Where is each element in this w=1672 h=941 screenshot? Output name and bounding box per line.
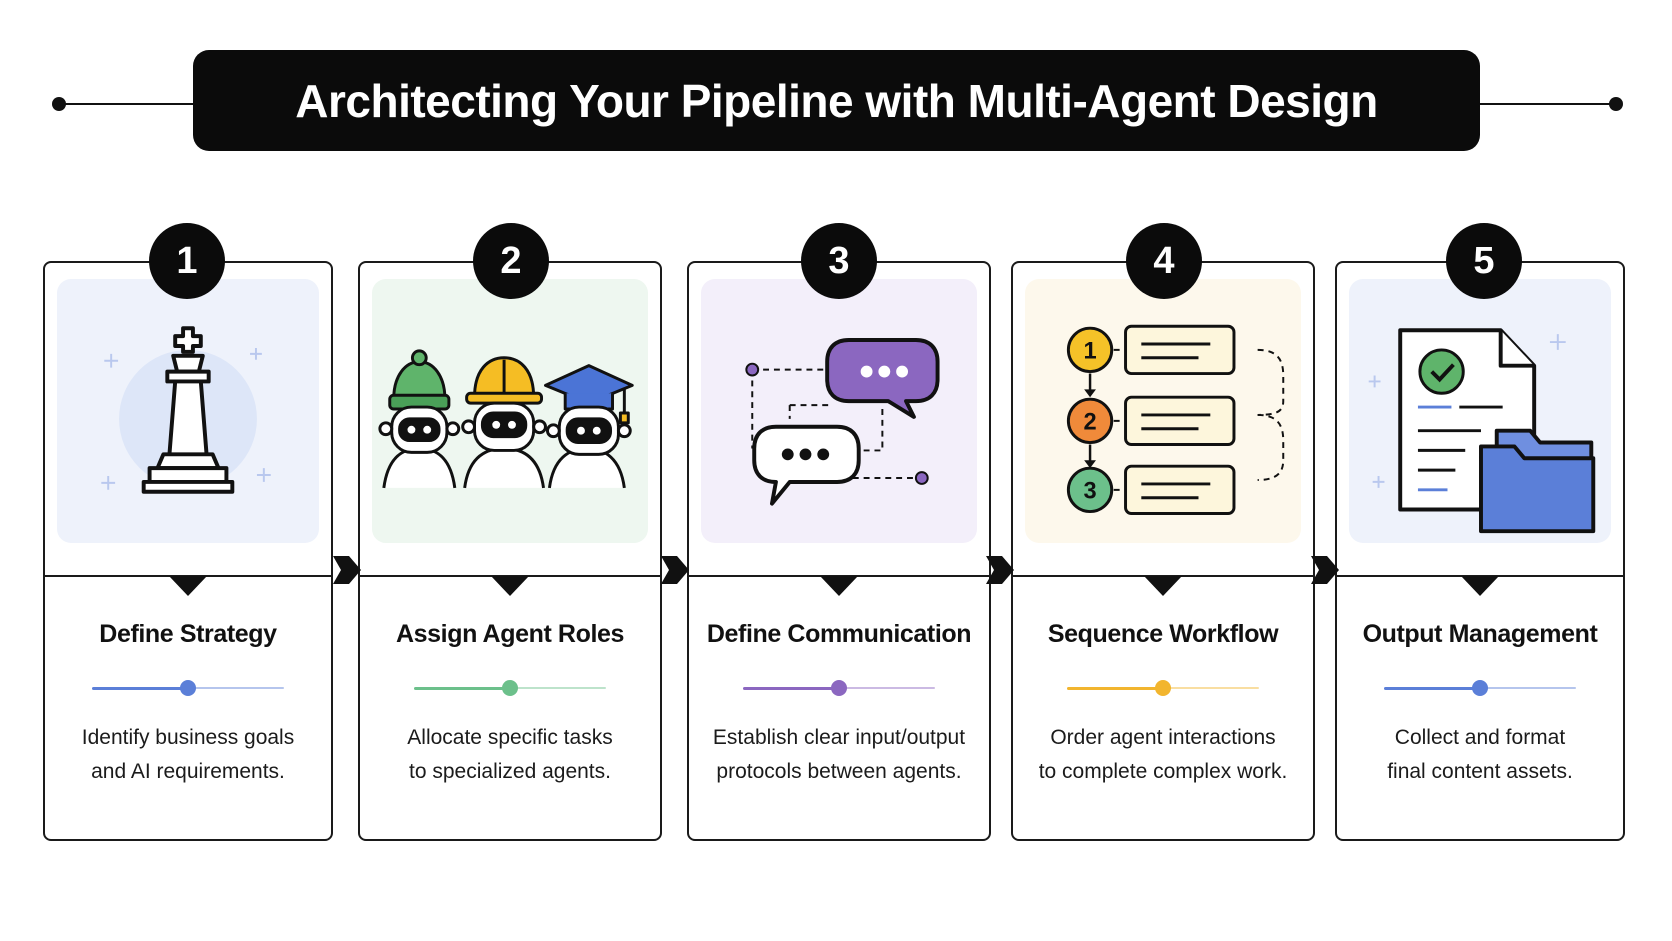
svg-text:1: 1 (1083, 339, 1096, 365)
card-pointer-icon (1461, 576, 1499, 596)
step-accent-slider (414, 680, 606, 696)
chess-king-icon (101, 326, 271, 494)
step-description: Order agent interactions to complete com… (1027, 721, 1299, 789)
card-pointer-icon (820, 576, 858, 596)
step-connector-arrow-icon (986, 556, 1014, 584)
title-left-line (60, 103, 196, 105)
illustration-panel (372, 279, 648, 543)
step-description-line: to complete complex work. (1038, 760, 1288, 783)
title-left-dot (52, 97, 66, 111)
step-title: Assign Agent Roles (395, 620, 625, 648)
illustration-panel (57, 279, 319, 543)
chat-bubbles-icon (745, 338, 940, 506)
step-accent-slider (1384, 680, 1576, 696)
illustration-panel: 1 2 3 (1025, 279, 1301, 543)
step-description-line: Establish clear input/output (712, 726, 966, 749)
card-pointer-icon (491, 576, 529, 596)
step-connector-arrow-icon (1311, 556, 1339, 584)
step-connector-arrow-icon (661, 556, 689, 584)
step-description-line: Identify business goals (81, 726, 295, 749)
step-description-line: Allocate specific tasks (407, 726, 613, 749)
step-description-line: protocols between agents. (716, 760, 962, 783)
illustration-panel (1349, 279, 1611, 543)
step-card-assign-agent-roles: Assign Agent Roles Allocate specific tas… (358, 261, 662, 841)
step-description-line: and AI requirements. (91, 760, 285, 783)
title-banner: Architecting Your Pipeline with Multi-Ag… (193, 50, 1480, 151)
step-description: Identify business goals and AI requireme… (59, 721, 317, 789)
step-accent-slider (92, 680, 284, 696)
card-pointer-icon (169, 576, 207, 596)
step-title: Define Strategy (99, 620, 277, 648)
svg-text:2: 2 (1083, 410, 1096, 436)
title-right-line (1480, 103, 1615, 105)
title-right-dot (1609, 97, 1623, 111)
step-description-line: to specialized agents. (409, 760, 611, 783)
step-card-define-communication: Define Communication Establish clear inp… (687, 261, 991, 841)
step-number-badge: 1 (149, 223, 225, 299)
step-description-line: Collect and format (1394, 726, 1566, 749)
step-title: Output Management (1362, 620, 1598, 648)
ordered-workflow-icon: 1 2 3 (1066, 324, 1285, 515)
step-number-badge: 4 (1126, 223, 1202, 299)
svg-text:3: 3 (1083, 479, 1096, 505)
step-description: Collect and format final content assets. (1351, 721, 1609, 789)
step-connector-arrow-icon (333, 556, 361, 584)
step-title: Define Communication (706, 620, 972, 648)
step-card-sequence-workflow: 1 2 3 Sequence Workflow Order agent inte… (1011, 261, 1315, 841)
step-description-line: final content assets. (1387, 760, 1573, 783)
step-description-line: Order agent interactions (1050, 726, 1276, 749)
step-title: Sequence Workflow (1047, 620, 1279, 648)
robot-agents-icon (378, 349, 634, 489)
card-pointer-icon (1144, 576, 1182, 596)
step-number-badge: 3 (801, 223, 877, 299)
step-number-badge: 5 (1446, 223, 1522, 299)
step-accent-slider (1067, 680, 1259, 696)
step-card-output-management: Output Management Collect and format fin… (1335, 261, 1625, 841)
step-description: Allocate specific tasks to specialized a… (374, 721, 646, 789)
step-number-badge: 2 (473, 223, 549, 299)
step-accent-slider (743, 680, 935, 696)
page-title: Architecting Your Pipeline with Multi-Ag… (295, 74, 1378, 127)
illustration-panel (701, 279, 977, 543)
step-card-define-strategy: Define Strategy Identify business goals … (43, 261, 333, 841)
document-folder-icon (1368, 328, 1596, 534)
step-description: Establish clear input/output protocols b… (703, 721, 975, 789)
